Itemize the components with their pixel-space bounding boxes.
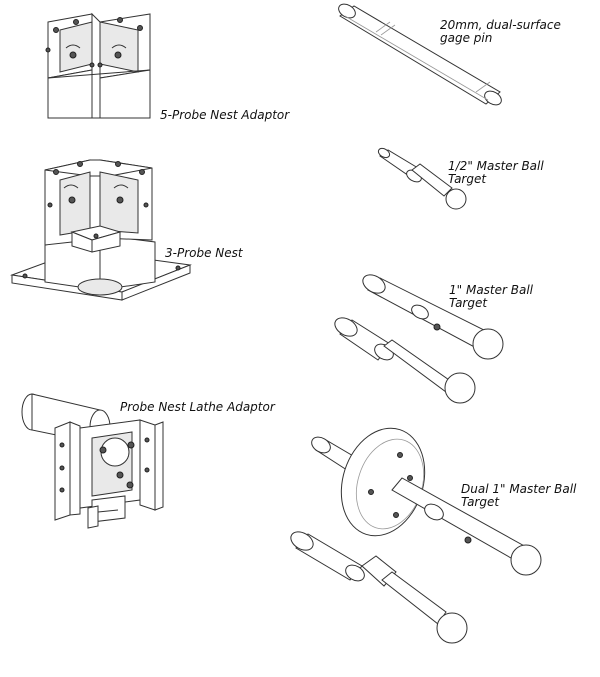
one-inch-ball-target-label-line2: Target [449,296,488,310]
gage-pin-label-line2: gage pin [440,31,493,45]
gage-pin-drawing [338,3,502,106]
half-inch-ball-target-label-line2: Target [448,172,487,186]
dual-one-inch-ball-target-label-line1: Dual 1" Master Ball [461,482,577,496]
three-probe-nest-label: 3-Probe Nest [165,246,243,260]
half-inch-ball-target-drawing [377,147,467,210]
three-probe-nest-drawing [10,159,192,301]
five-probe-nest-adaptor-drawing [45,12,151,119]
dual-one-inch-ball-target-drawing [290,427,542,644]
gage-pin-label-line1: 20mm, dual-surface [440,18,561,32]
five-probe-nest-adaptor-label: 5-Probe Nest Adaptor [160,108,290,122]
probe-nest-lathe-adaptor-label: Probe Nest Lathe Adaptor [120,400,275,414]
one-inch-ball-target-drawing [334,274,504,404]
dual-one-inch-ball-target-label-line2: Target [461,495,500,509]
one-inch-ball-target-label-line1: 1" Master Ball [449,283,534,297]
half-inch-ball-target-label-line1: 1/2" Master Ball [448,159,544,173]
probe-nest-lathe-adaptor-drawing [21,393,164,529]
